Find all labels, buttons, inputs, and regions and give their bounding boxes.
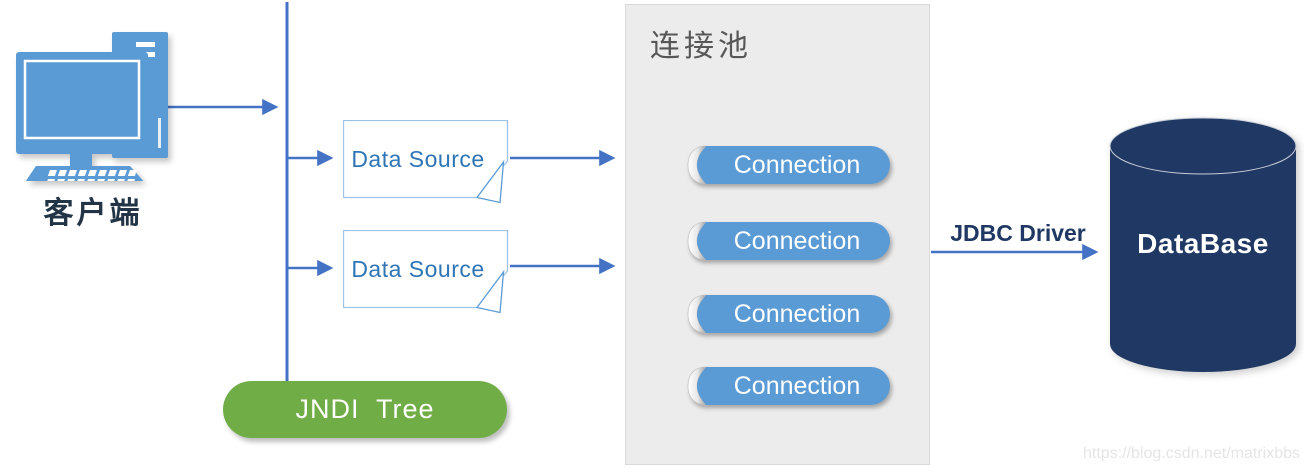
datasource-box: Data Source [343,120,509,206]
connection-label: Connection [733,150,861,179]
connection-pill: Connection [684,219,894,265]
pool-title: 连接池 [650,30,752,63]
database-label: DataBase [1137,228,1269,259]
scroll-shape-icon [687,366,890,406]
jndi-tree-node: JNDI Tree [223,381,507,438]
connection-pill: Connection [684,364,894,410]
desktop-computer-icon [16,32,168,181]
connection-label: Connection [733,371,861,400]
dog-ear-document-icon [343,120,509,204]
connection-label: Connection [733,226,861,255]
connection-pill: Connection [684,143,894,189]
scroll-shape-icon [687,294,890,334]
datasource-label: Data Source [351,145,485,172]
database-cylinder-icon [1109,117,1297,372]
connection-pool-panel: 连接池 Connection Connection Connection [625,4,930,465]
connection-label: Connection [733,299,861,328]
scroll-shape-icon [687,221,890,261]
jdbc-driver-label: JDBC Driver [950,220,1086,246]
dog-ear-document-icon [343,230,509,314]
jndi-tree-label: JNDI Tree [295,394,435,424]
client-label: 客户端 [43,197,143,230]
datasource-box: Data Source [343,230,509,316]
watermark-text: https://blog.csdn.net/matrixbbs [1083,445,1300,462]
scroll-shape-icon [687,145,890,185]
connection-pill: Connection [684,292,894,338]
datasource-label: Data Source [351,255,485,282]
